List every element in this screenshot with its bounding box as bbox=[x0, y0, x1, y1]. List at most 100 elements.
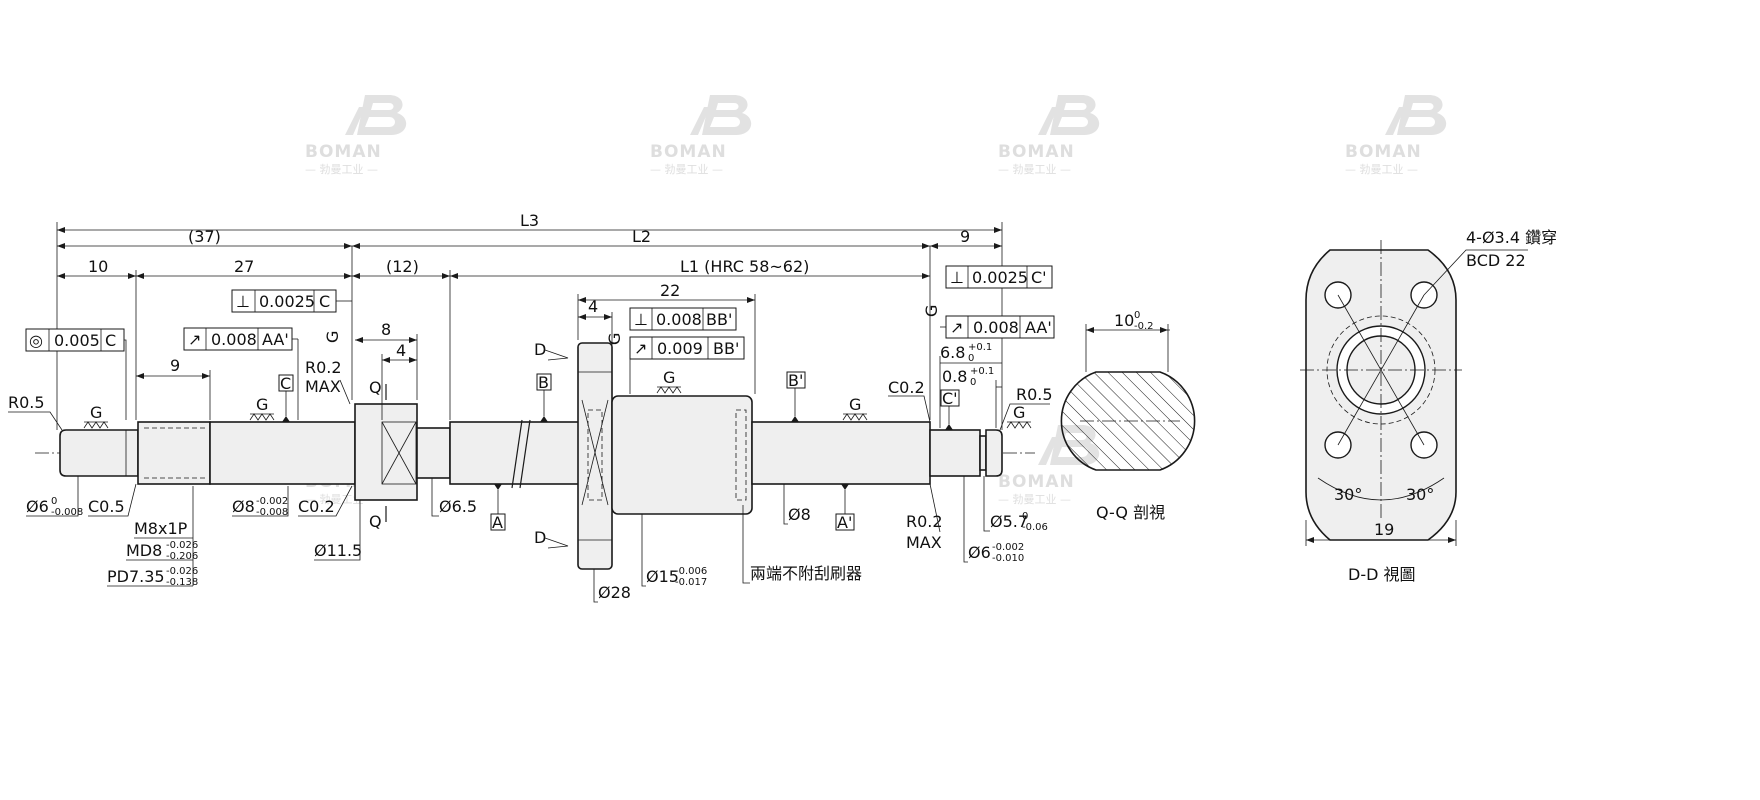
surface-finish-icon bbox=[83, 421, 109, 429]
gtol-runout-nut: ↗ 0.009 BB' bbox=[629, 336, 745, 394]
tol-up: 0 bbox=[51, 496, 57, 507]
tol-dn: 0 bbox=[970, 377, 976, 388]
watermark-logo-icon bbox=[1385, 95, 1447, 135]
tol-up: -0.002 bbox=[992, 542, 1024, 553]
watermark-sub: — 勃曼工业 — bbox=[998, 493, 1071, 506]
right-end bbox=[985, 429, 1003, 477]
tol-dn: -0.017 bbox=[675, 577, 707, 588]
dim-max-a: MAX bbox=[305, 377, 341, 396]
tol-up: 0 bbox=[1022, 511, 1028, 522]
gtol-perp-left: ⊥ 0.0025 C bbox=[231, 289, 352, 313]
thread-section bbox=[137, 421, 211, 485]
gtol-runout-left: ↗ 0.008 AA' bbox=[183, 327, 299, 420]
tol-dn: -0.06 bbox=[1022, 522, 1048, 533]
datum-Bp: B' bbox=[786, 371, 806, 422]
tol-up: -0.026 bbox=[166, 566, 198, 577]
bearing-journal bbox=[209, 421, 356, 485]
watermark-logo-icon bbox=[345, 95, 407, 135]
gtol-runout-right: ↗ 0.008 AA' bbox=[940, 315, 1055, 339]
tol-dn: 0 bbox=[968, 353, 974, 364]
dim-d6-right: Ø6 bbox=[968, 543, 991, 562]
perpendicularity-icon: ⊥ bbox=[950, 268, 964, 287]
tol-up: 0 bbox=[1134, 310, 1140, 321]
tol-dn: -0.206 bbox=[166, 551, 198, 562]
section-q-top: Q bbox=[369, 378, 382, 397]
dim-c02-bot: C0.2 bbox=[298, 497, 335, 516]
dd-label: D-D 視圖 bbox=[1348, 565, 1416, 584]
gtol-value: 0.0025 bbox=[259, 292, 315, 311]
dim-8: 8 bbox=[381, 320, 391, 339]
nut-seal-hidden bbox=[735, 409, 747, 501]
flat-diag-2 bbox=[381, 421, 417, 485]
runout-icon: ↗ bbox=[634, 339, 647, 358]
tol-dn: -0.008 bbox=[256, 507, 288, 518]
dd-holes: 4-Ø3.4 鑽穿 bbox=[1466, 228, 1557, 247]
dim-12: (12) bbox=[386, 257, 419, 276]
dim-6-8: 6.8 bbox=[940, 343, 965, 362]
tol-dn: -0.010 bbox=[992, 553, 1024, 564]
gtol-ref: C bbox=[105, 331, 116, 350]
dim-L2: L2 bbox=[632, 227, 651, 246]
dim-37: (37) bbox=[188, 227, 221, 246]
dim-d8-b: Ø8 bbox=[788, 505, 811, 524]
note-wiper: 兩端不附刮刷器 bbox=[750, 564, 862, 583]
dim-9-right: 9 bbox=[960, 227, 970, 246]
surface-g: G bbox=[922, 305, 941, 317]
flat-section bbox=[381, 421, 417, 485]
gtol-perp-right: ⊥ 0.0025 C' bbox=[945, 265, 1053, 289]
dim-r02-b: R0.2 bbox=[906, 512, 943, 531]
leader-r05-right bbox=[999, 403, 1050, 431]
section-d-arrow-top bbox=[544, 349, 569, 361]
section-d-arrow-bot bbox=[544, 537, 569, 549]
watermark-1: BOMAN — 勃曼工业 — bbox=[305, 95, 407, 176]
dim-L1: L1 (HRC 58~62) bbox=[680, 257, 809, 276]
surface-finish-icon bbox=[656, 386, 682, 394]
surface-g: G bbox=[1013, 403, 1025, 422]
watermark-sub: — 勃曼工业 — bbox=[650, 163, 723, 176]
nut-body bbox=[611, 395, 753, 515]
section-q-bot: Q bbox=[369, 512, 382, 531]
dim-pd735: PD7.35 bbox=[107, 567, 165, 586]
dim-r05-right: R0.5 bbox=[1016, 385, 1053, 404]
flange-hidden bbox=[587, 409, 603, 501]
runout-icon: ↗ bbox=[188, 330, 201, 349]
gtol-ref: AA' bbox=[1025, 318, 1052, 337]
tol-up: -0.006 bbox=[675, 566, 707, 577]
watermark-brand: BOMAN bbox=[1345, 142, 1422, 162]
dim-d28: Ø28 bbox=[598, 583, 631, 602]
leader-r02-a bbox=[339, 379, 351, 405]
datum-Cp: C' bbox=[940, 389, 960, 430]
tol-up: +0.1 bbox=[968, 342, 992, 353]
bottom-dimensions: Ø6 0 -0.008 C0.5 M8x1P MD8 -0.026 -0.206… bbox=[26, 342, 1048, 603]
break-line-1 bbox=[511, 419, 523, 489]
dim-0-8: 0.8 bbox=[942, 367, 967, 386]
gtol-concentricity: ◎ 0.005 C bbox=[25, 328, 127, 420]
dd-angle-right: 30° bbox=[1406, 485, 1434, 504]
break-line-2 bbox=[519, 419, 531, 489]
surface-finish-icon bbox=[1006, 421, 1032, 429]
tol-up: -0.026 bbox=[166, 540, 198, 551]
collar bbox=[354, 403, 418, 501]
dim-L3: L3 bbox=[520, 211, 539, 230]
watermark-brand: BOMAN bbox=[650, 142, 727, 162]
qq-label: Q-Q 剖視 bbox=[1096, 503, 1165, 522]
screw-shaft-right bbox=[751, 421, 931, 485]
dim-d115: Ø11.5 bbox=[314, 541, 362, 560]
gtol-ref: C bbox=[319, 292, 330, 311]
dim-d57: Ø5.7 bbox=[990, 512, 1028, 531]
gtol-value: 0.008 bbox=[656, 310, 702, 329]
datum-C: C bbox=[278, 374, 294, 422]
section-dd: 4-Ø3.4 鑽穿 BCD 22 30° 30° 19 D-D 視圖 bbox=[1300, 228, 1557, 584]
gtol-ref: AA' bbox=[262, 330, 289, 349]
gtol-value: 0.008 bbox=[973, 318, 1019, 337]
datum-label: A' bbox=[837, 513, 852, 532]
dim-d8-a: Ø8 bbox=[232, 497, 255, 516]
datum-label: A bbox=[492, 513, 503, 532]
dim-27: 27 bbox=[234, 257, 254, 276]
gtol-ref: C' bbox=[1031, 268, 1047, 287]
datum-B: B bbox=[536, 373, 552, 422]
screw-shaft-left bbox=[449, 421, 581, 485]
surface-finish-marks: G G G G G G G G bbox=[83, 305, 1032, 429]
datum-label: C bbox=[280, 374, 291, 393]
